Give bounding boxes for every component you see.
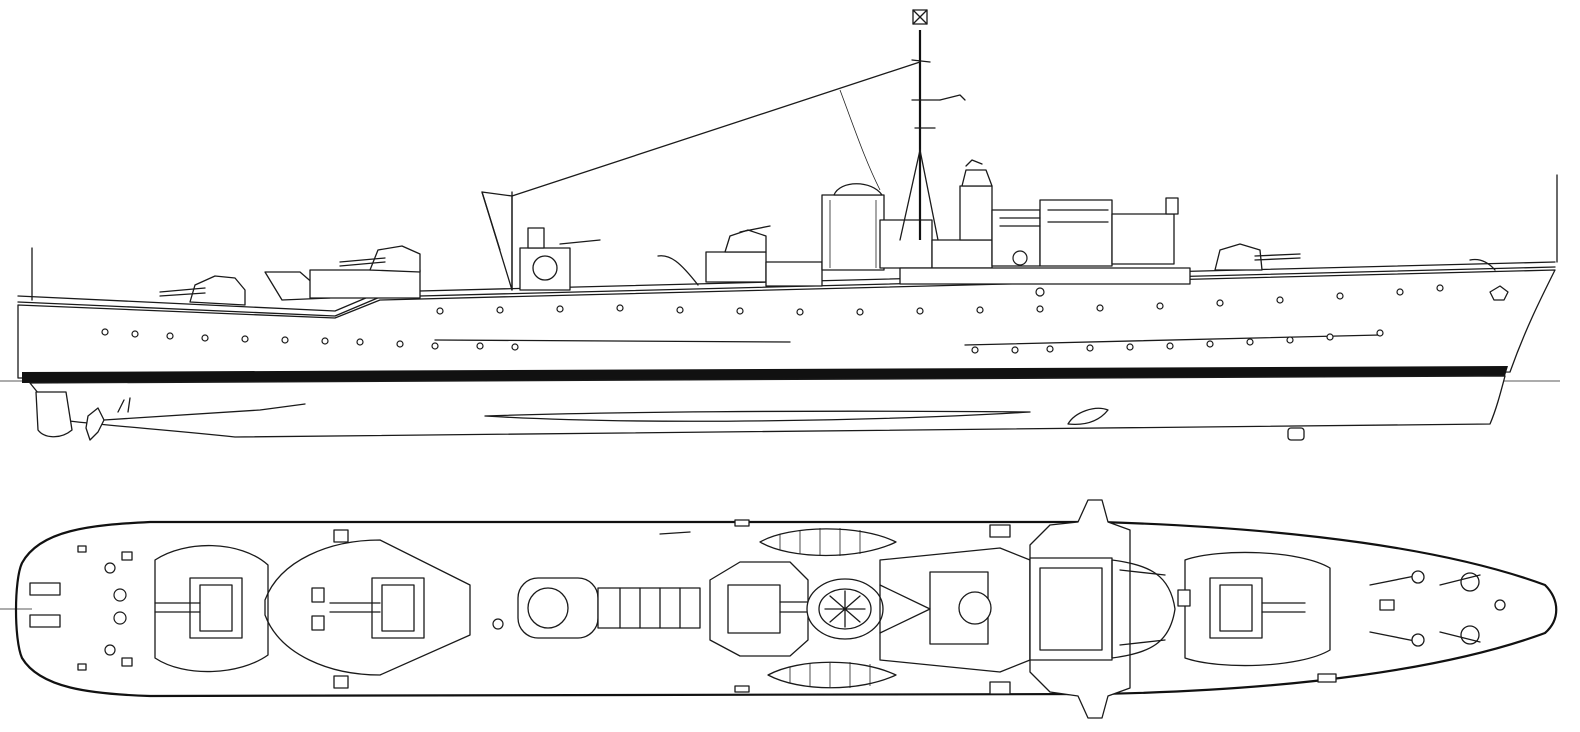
keel-fitting — [1287, 427, 1305, 441]
deck-gun-y — [264, 529, 471, 689]
deck-superstructure — [879, 547, 1031, 673]
side-elevation-view — [0, 9, 1560, 441]
hull-side — [17, 269, 1556, 379]
anchor-icon — [1489, 285, 1509, 301]
deck-plan-view — [0, 499, 1558, 719]
gun-mount-y — [309, 245, 421, 299]
side-stripe-aft — [964, 334, 1381, 346]
boot-topping — [22, 366, 1508, 383]
rudder — [35, 391, 73, 438]
hull-underwater — [29, 375, 1506, 438]
deck-amidships-mount — [709, 561, 811, 657]
amidships-deckhouse — [705, 225, 823, 287]
gun-mount-b — [1214, 243, 1301, 271]
main-mast — [899, 9, 966, 241]
aft-mast — [481, 191, 513, 291]
deck-bridge — [1029, 499, 1176, 719]
superstructure — [879, 159, 1191, 297]
aft-director — [519, 227, 601, 291]
deck-fittings — [659, 519, 1337, 695]
deck-aft-director — [517, 577, 701, 639]
aerial-wire — [511, 61, 921, 197]
gun-mount-x — [159, 271, 331, 306]
sonar-dome — [1067, 407, 1109, 426]
deck-gun-b — [1184, 551, 1331, 667]
deck-gun-x — [154, 544, 269, 673]
prop-shaft — [103, 403, 306, 421]
boat-starboard — [767, 661, 897, 689]
davit-aft — [657, 255, 699, 286]
deck-funnel — [806, 578, 884, 640]
side-stripe-fwd — [434, 339, 791, 343]
forecastle-gear — [1369, 570, 1506, 647]
portholes-upper — [101, 284, 1444, 351]
deck-fitting — [492, 618, 504, 630]
davit-fwd — [1469, 258, 1496, 271]
bilge-keel — [484, 410, 1031, 422]
funnel — [821, 183, 885, 271]
boat-port — [759, 528, 897, 557]
stern-fittings — [29, 545, 133, 671]
propeller — [85, 407, 105, 441]
portholes-lower — [971, 329, 1384, 354]
